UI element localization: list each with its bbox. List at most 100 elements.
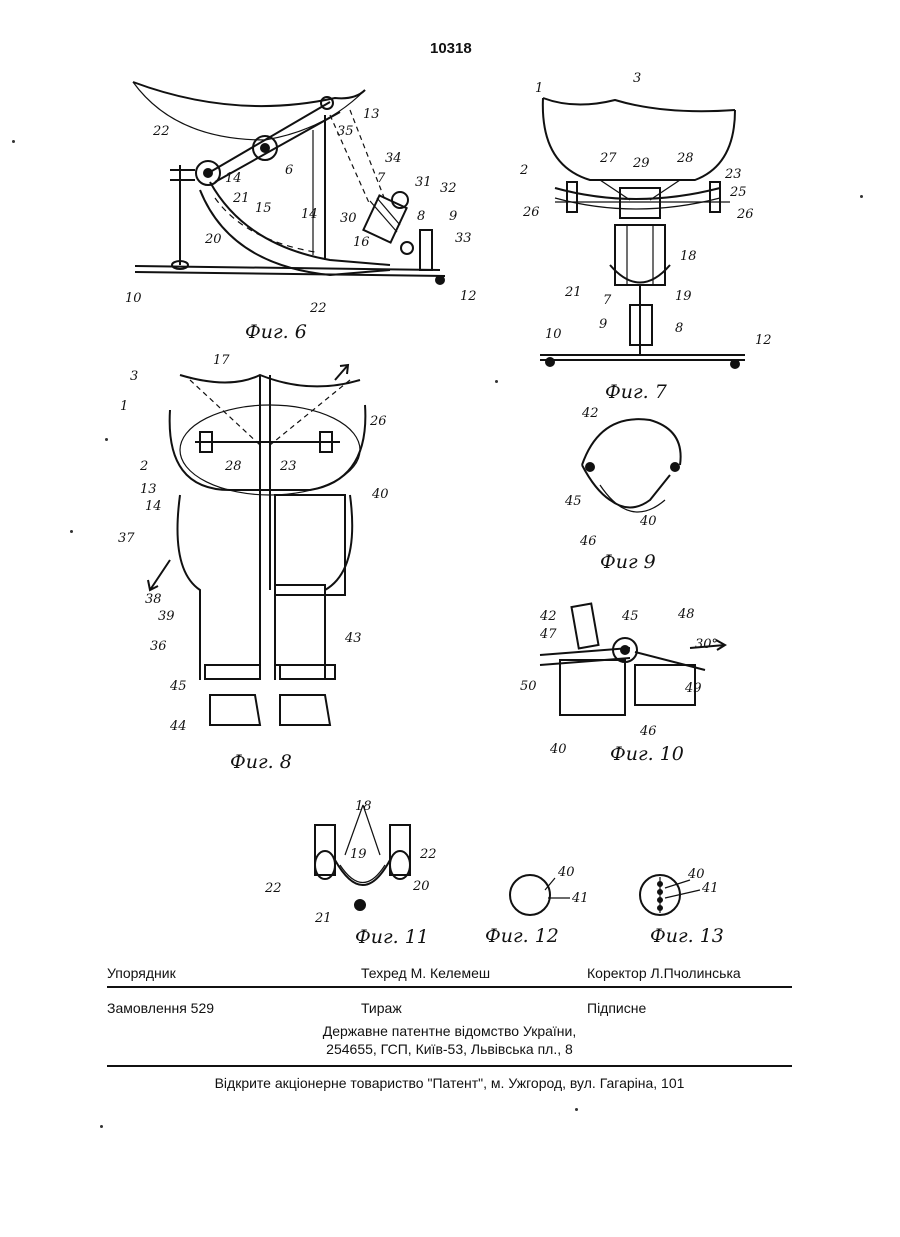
figure-11: 18 19 22 22 20 21 Фиг. 11 [265,800,465,950]
fig6-label-33: 33 [455,231,472,246]
fig7-label-27: 27 [599,151,617,166]
scan-speck [575,1108,578,1111]
fig8-label-13: 13 [140,482,157,497]
fig10-label-40: 40 [549,742,567,757]
fig11-label-22b: 22 [264,881,282,896]
fig8-label-14: 14 [145,499,162,514]
fig8-label-2: 2 [139,459,148,474]
fig6-label-35: 35 [337,124,354,139]
fig7-caption: Фиг. 7 [605,381,668,403]
fig6-caption: Фиг. 6 [245,321,307,343]
fig6-label-31: 31 [415,175,432,190]
fig6-label-7: 7 [377,171,386,186]
figure-13: 40 41 Фиг. 13 [630,860,740,950]
circulation-label: Тираж [361,1000,402,1016]
fig10-label-50: 50 [520,679,537,694]
fig10-caption: Фиг. 10 [610,743,684,765]
fig6-label-6: 6 [285,163,293,178]
fig10-label-46: 46 [639,724,657,739]
fig10-label-49: 49 [684,681,702,696]
fig11-label-18: 18 [355,799,372,814]
figure-8: 17 3 1 26 2 28 23 13 40 14 37 38 39 36 4… [110,350,420,780]
divider-top [107,986,792,988]
fig11-caption: Фиг. 11 [355,926,429,948]
fig7-label-26a: 26 [522,205,540,220]
fig7-label-8: 8 [675,321,683,336]
figure-7: 1 3 27 29 28 2 23 25 26 26 18 21 19 7 9 … [515,70,770,410]
fig7-label-10: 10 [545,327,562,342]
scan-speck [860,195,863,198]
scan-speck [70,530,73,533]
fig7-label-9: 9 [599,317,607,332]
order-label: Замовлення 529 [107,1000,214,1016]
fig8-label-36: 36 [150,639,167,654]
office-line-2: 254655, ГСП, Київ-53, Львівська пл., 8 [107,1041,792,1057]
scan-speck [105,438,108,441]
fig8-label-39: 39 [158,609,175,624]
office-line-1: Державне патентне відомство України, [107,1023,792,1039]
fig7-label-18: 18 [680,249,697,264]
techred-label: Техред М. Келемеш [361,965,490,981]
fig6-label-14b: 14 [301,207,318,222]
fig7-label-29: 29 [632,156,650,171]
figure-9: 42 45 40 46 Фиг 9 [570,405,710,575]
scan-speck [12,140,15,143]
scan-speck [495,380,498,383]
figure-6: 13 22 35 34 14 6 7 31 32 21 15 14 20 30 … [115,70,485,350]
fig10-label-45: 45 [621,609,639,624]
fig6-label-16: 16 [353,235,370,250]
fig8-label-1: 1 [120,399,128,414]
compiler-label: Упорядник [107,965,176,981]
figure-12: 40 41 Фиг. 12 [480,860,610,950]
fig8-label-26: 26 [369,414,387,429]
fig13-label-41: 41 [701,881,719,896]
fig7-label-1: 1 [535,81,543,96]
scan-speck [100,1125,103,1128]
fig12-caption: Фиг. 12 [485,925,559,947]
fig10-label-47: 47 [539,627,557,642]
corrector-label: Коректор Л.Пчолинська [587,965,741,981]
fig6-label-21: 21 [232,191,250,206]
subscription-label: Підписне [587,1000,646,1016]
fig12-label-40: 40 [557,865,575,880]
fig8-label-44: 44 [169,719,187,734]
fig8-label-28: 28 [224,459,242,474]
fig11-label-22a: 22 [419,847,437,862]
fig6-label-15: 15 [255,201,272,216]
printer-line: Відкрите акціонерне товариство "Патент",… [107,1075,792,1091]
fig10-label-42: 42 [539,609,557,624]
fig6-label-32: 32 [440,181,457,196]
fig8-label-37: 37 [118,531,135,546]
fig9-caption: Фиг 9 [600,551,656,573]
fig6-label-22b: 22 [309,301,327,316]
fig11-label-20: 20 [412,879,430,894]
fig9-label-40: 40 [639,514,657,529]
fig6-label-8: 8 [417,209,425,224]
fig7-label-19: 19 [675,289,692,304]
fig13-label-40: 40 [687,867,705,882]
fig7-label-21: 21 [564,285,582,300]
fig6-label-9: 9 [449,209,457,224]
fig9-label-46: 46 [579,534,597,549]
fig8-label-43: 43 [344,631,362,646]
fig8-label-17: 17 [213,353,230,368]
fig7-label-3: 3 [633,71,641,86]
fig13-caption: Фиг. 13 [650,925,724,947]
fig6-label-12: 12 [460,289,477,304]
fig6-label-22: 22 [152,124,170,139]
fig8-label-40: 40 [371,487,389,502]
fig11-label-19: 19 [350,847,367,862]
divider-bottom [107,1065,792,1067]
fig8-caption: Фиг. 8 [230,751,292,773]
fig7-label-12: 12 [755,333,772,348]
fig10-label-30deg: 30° [695,637,718,652]
fig6-label-14a: 14 [225,171,242,186]
fig7-label-2: 2 [519,163,528,178]
fig6-label-10: 10 [125,291,142,306]
fig8-label-23: 23 [279,459,297,474]
fig11-label-21: 21 [314,911,332,926]
fig7-label-26b: 26 [736,207,754,222]
fig7-label-25: 25 [729,185,747,200]
fig6-label-34: 34 [385,151,402,166]
